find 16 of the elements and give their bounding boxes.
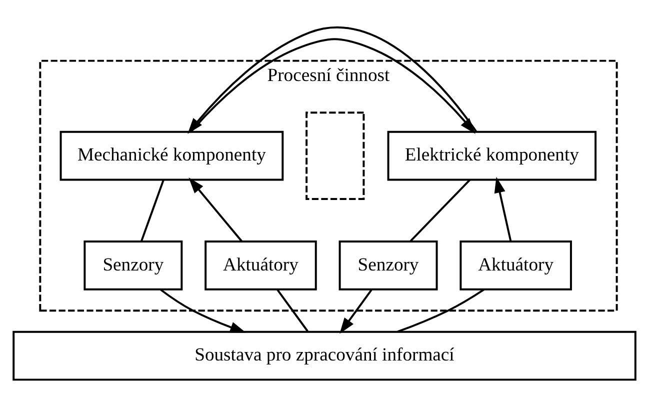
node-box: Mechanické komponenty — [60, 130, 284, 181]
connector — [410, 179, 471, 242]
connector — [140, 179, 164, 242]
node-box: Soustava pro zpracování informací — [12, 330, 636, 381]
node-box: Senzory — [84, 240, 183, 290]
connector — [397, 288, 485, 333]
arrow — [340, 289, 372, 334]
connector — [276, 289, 308, 332]
arrow — [494, 176, 512, 242]
node-box: Senzory — [338, 240, 438, 290]
node-box: Aktuátory — [460, 240, 572, 290]
arrow — [188, 178, 243, 242]
arrow — [160, 288, 246, 333]
node-box: Elektrické komponenty — [387, 130, 597, 181]
node-box: Aktuátory — [204, 240, 317, 290]
node-box — [306, 112, 365, 200]
